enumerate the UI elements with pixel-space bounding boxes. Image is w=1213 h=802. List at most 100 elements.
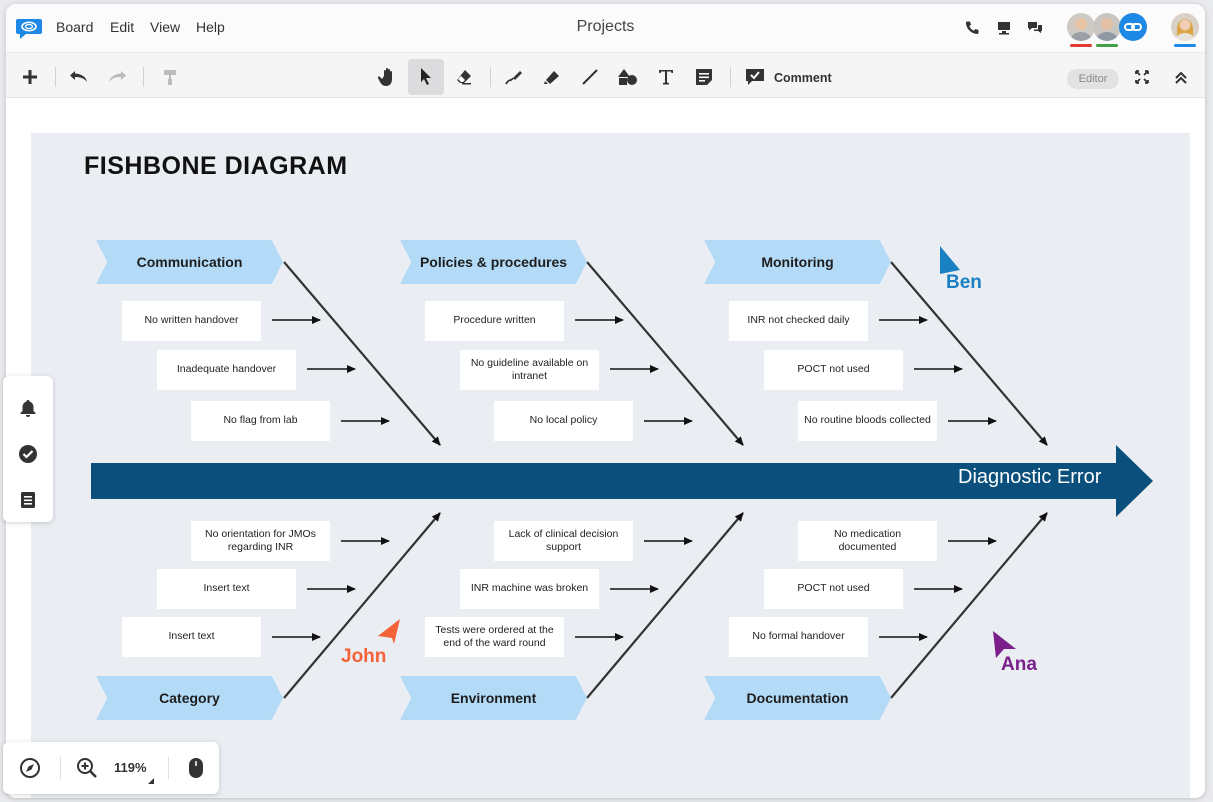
cause-note[interactable]: Lack of clinical decision support: [494, 521, 633, 561]
toolbar-divider: [143, 67, 144, 87]
cause-note[interactable]: INR not checked daily: [729, 301, 868, 341]
notifications-button[interactable]: [16, 396, 40, 420]
participant-avatar-1[interactable]: [1067, 13, 1095, 41]
cause-note[interactable]: POCT not used: [764, 569, 903, 609]
format-painter-button[interactable]: [152, 59, 188, 95]
menu-view[interactable]: View: [150, 19, 181, 35]
editor-badge: Editor: [1067, 69, 1119, 89]
share-link-button[interactable]: [1119, 13, 1147, 41]
category-environment[interactable]: Environment: [400, 676, 587, 720]
cause-note[interactable]: No formal handover: [729, 617, 868, 657]
collapse-toolbar-button[interactable]: [1163, 59, 1199, 95]
link-icon: [1124, 23, 1142, 31]
cause-note[interactable]: POCT not used: [764, 350, 903, 390]
menu-board[interactable]: Board: [56, 19, 94, 35]
bone-environment[interactable]: [586, 512, 744, 699]
cause-note[interactable]: No written handover: [122, 301, 261, 341]
category-communication[interactable]: Communication: [96, 240, 283, 284]
cause-note[interactable]: No routine bloods collected: [798, 401, 937, 441]
pointer-icon: [421, 68, 431, 85]
check-circle-icon: [19, 445, 37, 463]
mouse-mode-button[interactable]: [184, 756, 208, 780]
person-icon: [1070, 18, 1092, 41]
participant-avatar-2[interactable]: [1093, 13, 1121, 41]
cause-note[interactable]: Insert text: [122, 617, 261, 657]
sticky-note-icon: [696, 69, 712, 85]
chat-icon[interactable]: [1027, 20, 1043, 36]
current-user-indicator: [1174, 44, 1196, 47]
cause-note[interactable]: Insert text: [157, 569, 296, 609]
category-documentation[interactable]: Documentation: [704, 676, 891, 720]
diagram-title[interactable]: FISHBONE DIAGRAM: [84, 152, 348, 180]
cursor-ben-icon: [940, 246, 960, 274]
pen-icon: [505, 71, 522, 85]
fullscreen-button[interactable]: [1124, 59, 1160, 95]
bone-monitoring[interactable]: [890, 261, 1048, 446]
menu-help[interactable]: Help: [196, 19, 225, 35]
screen-share-icon[interactable]: [996, 20, 1012, 36]
current-user-avatar[interactable]: [1171, 13, 1199, 41]
cause-note[interactable]: Tests were ordered at the end of the war…: [425, 617, 564, 657]
category-category[interactable]: Category: [96, 676, 283, 720]
add-button[interactable]: [12, 59, 48, 95]
eraser-icon: [457, 70, 471, 85]
bone-category[interactable]: [283, 512, 441, 699]
text-tool[interactable]: [648, 59, 684, 95]
sticky-note-tool[interactable]: [686, 59, 722, 95]
comment-tool[interactable]: [737, 59, 773, 95]
outline-button[interactable]: [16, 488, 40, 512]
comment-label[interactable]: Comment: [774, 71, 832, 85]
category-policies[interactable]: Policies & procedures: [400, 240, 587, 284]
line-icon: [582, 69, 598, 85]
zoom-dropdown-icon[interactable]: [148, 778, 154, 784]
cursor-label-ben: Ben: [946, 272, 982, 293]
hand-tool[interactable]: [370, 59, 406, 95]
zoom-in-icon: [77, 758, 97, 778]
undo-icon: [70, 71, 87, 82]
spine-arrow[interactable]: [91, 445, 1153, 517]
redo-button[interactable]: [99, 59, 135, 95]
toolbar-divider: [55, 67, 56, 87]
add-icon: [23, 70, 37, 84]
bone-documentation[interactable]: [890, 512, 1048, 699]
highlighter-tool[interactable]: [534, 59, 570, 95]
participant-1-indicator: [1070, 44, 1092, 47]
bone-policies[interactable]: [586, 261, 744, 446]
effect-label[interactable]: Diagnostic Error: [958, 466, 1102, 488]
bone-communication[interactable]: [283, 261, 441, 446]
cause-note[interactable]: No medication documented: [798, 521, 937, 561]
cause-note[interactable]: Procedure written: [425, 301, 564, 341]
toolbar-divider: [490, 67, 491, 87]
zoom-divider: [60, 757, 61, 779]
navigator-button[interactable]: [18, 756, 42, 780]
cause-note[interactable]: No guideline available on intranet: [460, 350, 599, 390]
text-icon: [659, 70, 673, 85]
comment-icon: [746, 69, 764, 85]
person-icon: [1175, 19, 1195, 41]
tasks-button[interactable]: [16, 442, 40, 466]
menubar: Board Edit View Help Projects: [6, 4, 1205, 52]
list-icon: [21, 492, 35, 508]
category-monitoring[interactable]: Monitoring: [704, 240, 891, 284]
phone-icon[interactable]: [964, 20, 980, 36]
cursor-john-icon: [378, 619, 400, 644]
pointer-tool[interactable]: [408, 59, 444, 95]
zoom-level[interactable]: 119%: [114, 760, 147, 775]
cause-note[interactable]: INR machine was broken: [460, 569, 599, 609]
shapes-tool[interactable]: [610, 59, 646, 95]
cursor-ana-icon: [993, 631, 1016, 658]
toolbar-divider: [730, 67, 731, 87]
person-icon: [1096, 18, 1118, 41]
eraser-tool[interactable]: [446, 59, 482, 95]
cause-note[interactable]: No flag from lab: [191, 401, 330, 441]
chat-bubble-logo[interactable]: [16, 17, 42, 39]
cause-note[interactable]: No local policy: [494, 401, 633, 441]
pen-tool[interactable]: [496, 59, 532, 95]
line-tool[interactable]: [572, 59, 608, 95]
cause-note[interactable]: Inadequate handover: [157, 350, 296, 390]
menu-edit[interactable]: Edit: [110, 19, 135, 35]
undo-button[interactable]: [61, 59, 97, 95]
cause-note[interactable]: No orientation for JMOs regarding INR: [191, 521, 330, 561]
zoom-in-button[interactable]: [75, 756, 99, 780]
